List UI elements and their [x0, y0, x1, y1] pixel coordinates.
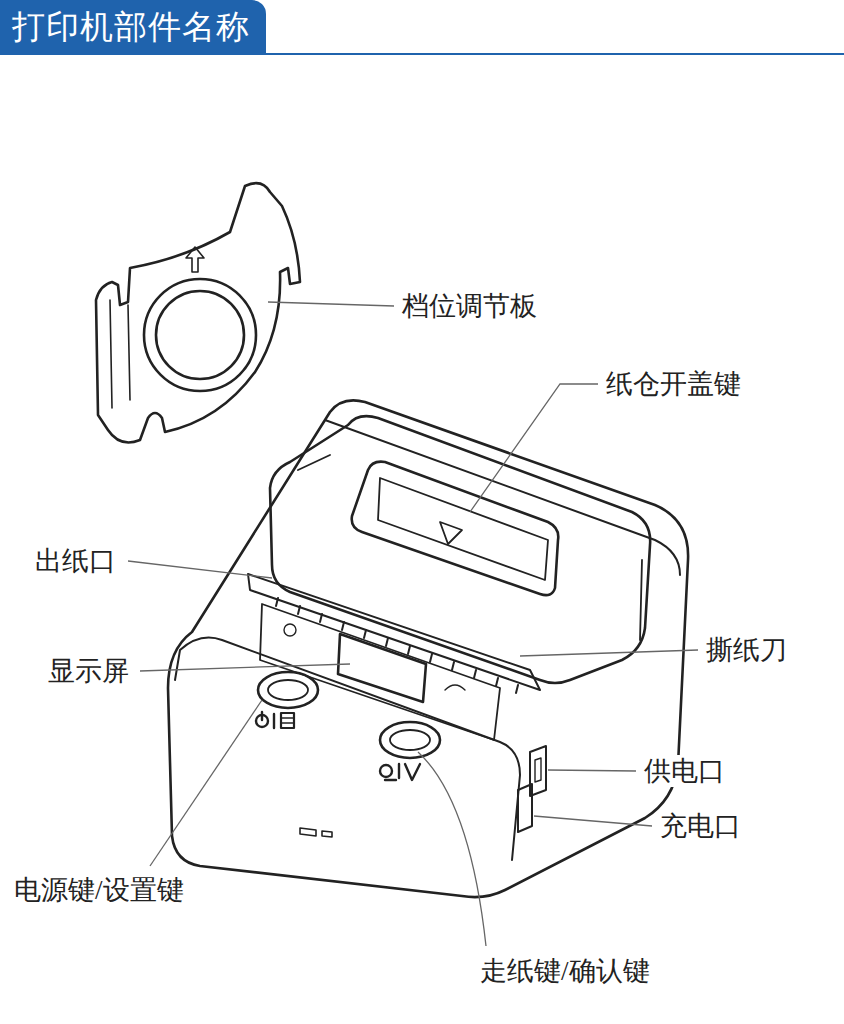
power-icon [261, 712, 263, 720]
open-key [352, 462, 559, 595]
leader-line [520, 650, 698, 656]
leader-line [150, 700, 262, 866]
paper-lid [270, 416, 650, 683]
lid-detail [298, 455, 642, 640]
display-screen [338, 634, 426, 702]
leader-line [470, 384, 598, 512]
power-button [258, 672, 318, 708]
leader-line [418, 752, 486, 946]
title: 打印机部件名称 [0, 0, 266, 54]
bottom-slot [300, 828, 332, 837]
part-label: 走纸键/确认键 [478, 955, 652, 987]
leader-line [140, 664, 350, 671]
title-tab: 打印机部件名称 [0, 0, 266, 54]
power-port-inner [535, 758, 541, 782]
gear-plate [96, 183, 300, 442]
plate-edge [110, 300, 130, 408]
feed-icon [398, 764, 400, 778]
panel-logo [284, 624, 296, 636]
feed-icon [385, 779, 396, 781]
leader-line [548, 770, 636, 771]
nfc-mark [445, 685, 465, 690]
plate-hole [156, 291, 244, 379]
open-key-inner [378, 478, 548, 580]
feed-icon [380, 765, 392, 777]
printer-body [168, 400, 688, 897]
part-label: 档位调节板 [400, 290, 539, 322]
confirm-icon [405, 764, 420, 780]
part-label: 纸仓开盖键 [604, 368, 743, 400]
part-label: 显示屏 [46, 655, 131, 687]
power-icon [273, 714, 275, 728]
part-label: 供电口 [642, 755, 727, 787]
open-key-symbol [440, 522, 462, 544]
front-face [175, 638, 520, 860]
part-label: 撕纸刀 [704, 634, 789, 666]
charge-port [518, 784, 532, 832]
leader-line [268, 302, 394, 306]
feed-button-inner [390, 730, 430, 750]
feed-button [380, 722, 440, 758]
leader-line [534, 816, 652, 826]
setting-icon [281, 718, 294, 723]
leader-line [128, 561, 272, 578]
setting-icon [281, 713, 294, 728]
part-label: 电源键/设置键 [12, 874, 186, 906]
plate-arrow [186, 247, 204, 272]
part-label: 充电口 [658, 810, 743, 842]
power-button-inner [268, 680, 308, 700]
part-label: 出纸口 [33, 545, 118, 577]
plate-ring [144, 279, 256, 391]
